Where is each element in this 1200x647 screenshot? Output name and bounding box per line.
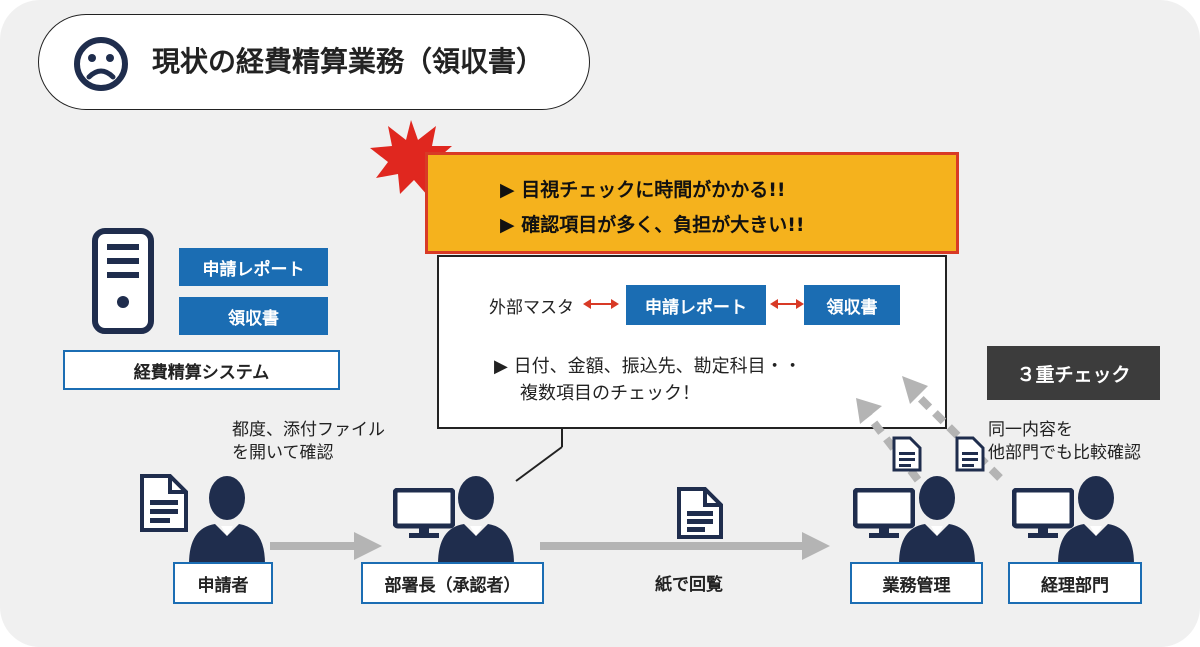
triple-check-box: ３重チェック (987, 346, 1160, 400)
person-icon (1058, 476, 1134, 564)
system-receipt-box: 領収書 (179, 297, 328, 335)
monitor-icon (393, 488, 455, 538)
sad-face-icon (74, 37, 128, 91)
panel-receipt-box: 領収書 (804, 285, 900, 325)
alert-box (425, 152, 959, 254)
document-icon (140, 474, 188, 532)
flow-arrow (540, 532, 830, 560)
page-title: 現状の経費精算業務（領収書） (152, 45, 545, 78)
callout-pointer (515, 428, 563, 482)
document-icon (892, 436, 922, 472)
person-icon (899, 476, 975, 564)
system-report-box: 申請レポート (179, 248, 328, 286)
note-compare-line-2: 他部門でも比較確認 (988, 443, 1141, 463)
person-icon (189, 476, 265, 564)
person-icon (438, 476, 514, 564)
note-open-attachment-line-2: を開いて確認 (232, 443, 334, 463)
note-open-attachment-line-1: 都度、添付ファイル (232, 420, 385, 440)
starburst-icon (370, 120, 452, 196)
monitor-icon (1012, 488, 1074, 538)
server-icon (92, 228, 154, 334)
role-applicant: 申請者 (173, 562, 273, 604)
check-items-line-2: 複数項目のチェック！ (520, 383, 700, 404)
note-compare-line-1: 同一内容を (988, 420, 1073, 440)
alert-line-2: ▶ 確認項目が多く、負担が大きい!! (500, 214, 805, 236)
flow-arrow (270, 532, 382, 560)
double-arrow-icon (583, 299, 619, 309)
panel-report-box: 申請レポート (626, 285, 766, 325)
system-label-box: 経費精算システム (63, 350, 340, 390)
paper-circulation-label: 紙で回覧 (655, 575, 723, 595)
document-icon (677, 487, 723, 539)
role-accounting: 経理部門 (1008, 562, 1142, 604)
double-arrow-icon (770, 299, 804, 309)
alert-line-1: ▶ 目視チェックに時間がかかる!! (500, 179, 786, 201)
role-manager: 部署長（承認者） (361, 562, 544, 604)
role-operations: 業務管理 (850, 562, 983, 604)
check-items-line-1: ▶ 日付、金額、振込先、勘定科目・・ (494, 356, 802, 377)
document-icon (955, 436, 985, 472)
external-master-label: 外部マスタ (489, 298, 574, 318)
monitor-icon (853, 488, 915, 538)
title-pill (38, 14, 590, 110)
